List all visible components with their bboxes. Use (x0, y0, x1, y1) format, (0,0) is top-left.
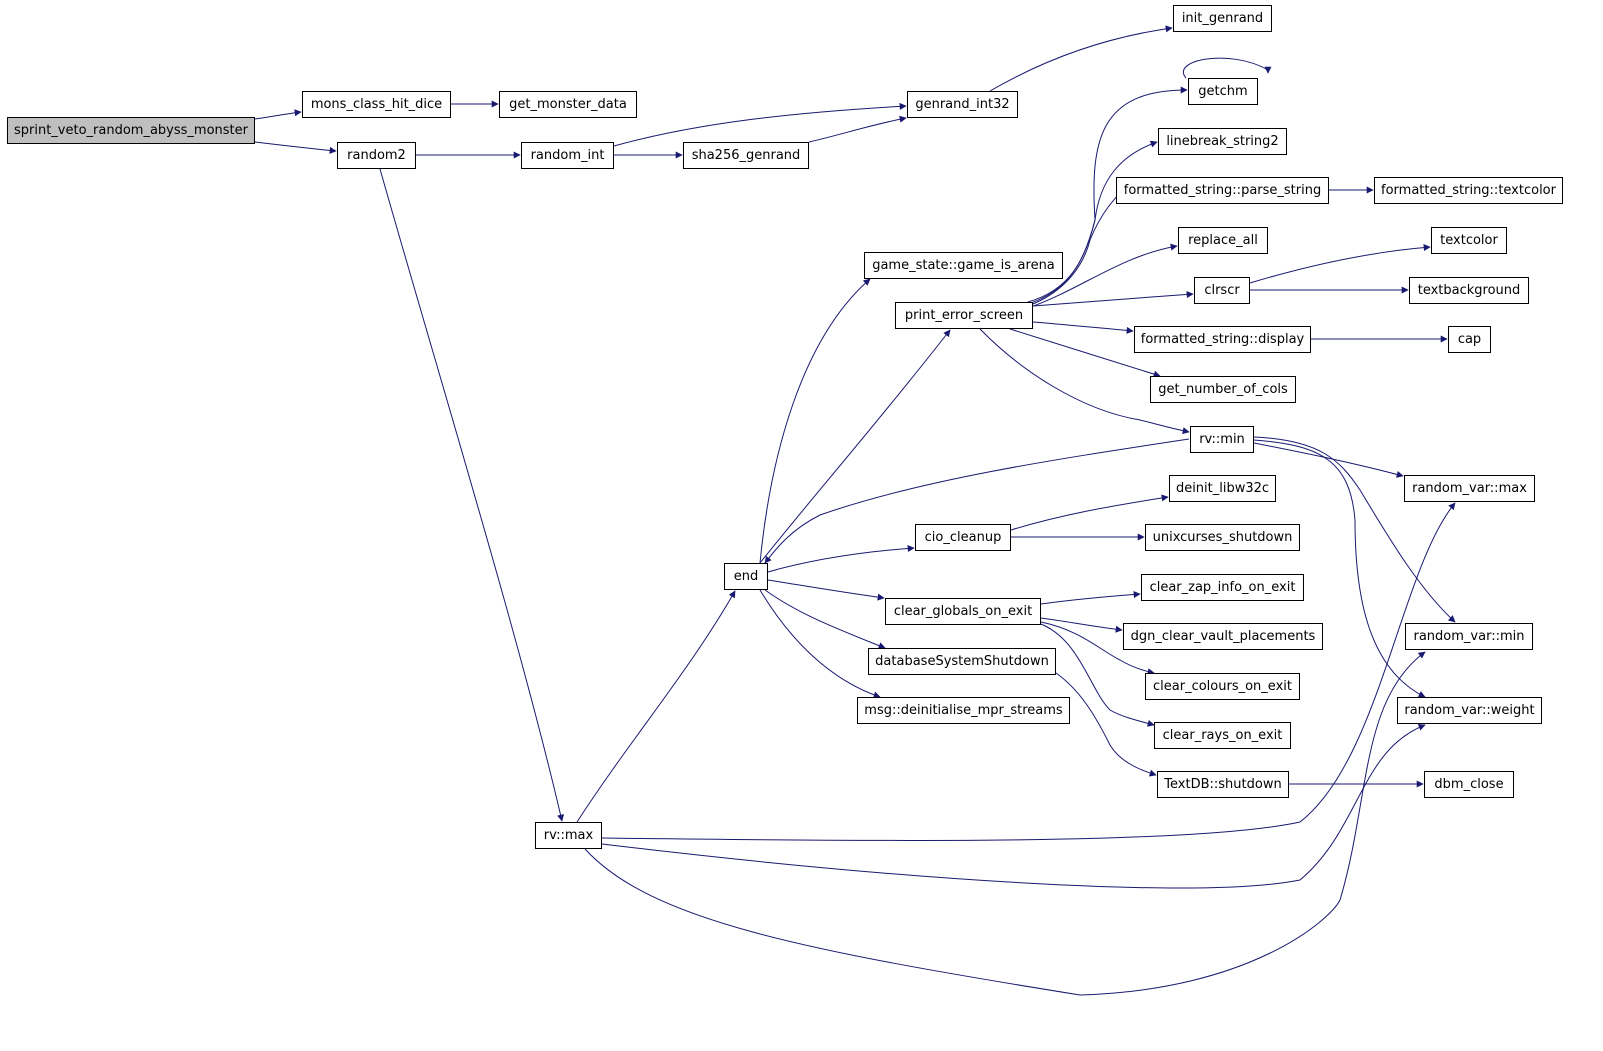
node-random2[interactable]: random2 (337, 142, 416, 169)
edge-clear_globals_on_exit-clear_zap_info_on_exit (1040, 590, 1141, 605)
node-random-var-max[interactable]: random_var::max (1404, 475, 1535, 502)
node-get-number-of-cols[interactable]: get_number_of_cols (1150, 376, 1296, 403)
node-end[interactable]: end (724, 563, 768, 590)
node-dgn-clear-vault-placements[interactable]: dgn_clear_vault_placements (1123, 623, 1323, 650)
edge-root-random2 (254, 141, 337, 154)
node-clear-globals-on-exit[interactable]: clear_globals_on_exit (885, 598, 1041, 625)
node-init-genrand[interactable]: init_genrand (1173, 5, 1272, 32)
edge-end-clear_globals_on_exit (767, 579, 885, 601)
node-textdb-shutdown[interactable]: TextDB::shutdown (1157, 771, 1289, 798)
edge-getchm-getchm (1183, 57, 1272, 79)
edge-rv_max-end (576, 590, 736, 823)
node-clear-colours-on-exit[interactable]: clear_colours_on_exit (1145, 673, 1300, 700)
edge-end-msg_deinitialise (759, 589, 881, 699)
node-random-var-weight[interactable]: random_var::weight (1397, 697, 1542, 724)
edge-rv_max-random_var_min (584, 651, 1426, 996)
edge-root-mons_class_hit_dice (254, 109, 302, 120)
node-unixcurses-shutdown[interactable]: unixcurses_shutdown (1145, 524, 1300, 551)
edge-random2-rv_max (379, 168, 564, 822)
node-database-system-shutdown[interactable]: databaseSystemShutdown (868, 648, 1056, 675)
edge-end-print_error_screen (759, 329, 951, 564)
node-game-state-game-is-arena[interactable]: game_state::game_is_arena (864, 252, 1063, 279)
node-msg-deinitialise-mpr-streams[interactable]: msg::deinitialise_mpr_streams (857, 697, 1070, 724)
edge-clear_globals_on_exit-clear_rays_on_exit (1040, 623, 1155, 727)
node-rv-max[interactable]: rv::max (535, 822, 602, 849)
node-getchm[interactable]: getchm (1188, 78, 1258, 105)
node-dbm-close[interactable]: dbm_close (1424, 771, 1514, 798)
edge-cio_cleanup-deinit_libw32c (1010, 494, 1169, 531)
node-cio-cleanup[interactable]: cio_cleanup (915, 524, 1011, 551)
edge-end-game_is_arena (759, 278, 871, 564)
node-clear-zap-info-on-exit[interactable]: clear_zap_info_on_exit (1141, 574, 1304, 601)
node-cap[interactable]: cap (1448, 326, 1491, 353)
edge-end-databaseSystemShutdown (764, 589, 886, 649)
edge-print_error_screen-replace_all (1027, 243, 1178, 309)
edge-print_error_screen-linebreak_string2 (1027, 140, 1158, 305)
node-sha256-genrand[interactable]: sha256_genrand (683, 142, 809, 169)
edge-rv_min-random_var_max (1253, 442, 1404, 478)
node-formatted-string-display[interactable]: formatted_string::display (1134, 326, 1311, 353)
edge-rv_max-random_var_weight (601, 724, 1426, 889)
edge-print_error_screen-get_number_of_cols (1009, 328, 1161, 378)
node-clrscr[interactable]: clrscr (1194, 277, 1250, 304)
edge-print_error_screen-fs_display (1032, 321, 1134, 334)
edge-clear_globals_on_exit-dgn_clear_vault_placements (1040, 617, 1123, 633)
node-mons-class-hit-dice[interactable]: mons_class_hit_dice (302, 91, 451, 118)
edge-genrand_int32-init_genrand (989, 25, 1173, 92)
node-print-error-screen[interactable]: print_error_screen (895, 302, 1033, 329)
edge-rv_min-random_var_weight (1253, 439, 1426, 698)
node-random-int[interactable]: random_int (521, 142, 614, 169)
edge-rv_min-random_var_min (1253, 436, 1456, 623)
node-get-monster-data[interactable]: get_monster_data (499, 91, 637, 118)
node-replace-all[interactable]: replace_all (1178, 227, 1268, 254)
node-genrand-int32[interactable]: genrand_int32 (907, 91, 1018, 118)
edge-print_error_screen-clrscr (1032, 290, 1194, 307)
edge-end-cio_cleanup (767, 544, 915, 573)
edge-rv_max-random_var_max (601, 502, 1456, 842)
node-linebreak-string2[interactable]: linebreak_string2 (1158, 128, 1287, 155)
node-formatted-string-textcolor[interactable]: formatted_string::textcolor (1374, 177, 1563, 204)
edge-random_int-genrand_int32 (613, 102, 907, 147)
node-clear-rays-on-exit[interactable]: clear_rays_on_exit (1154, 722, 1291, 749)
node-sprint-veto-random-abyss-monster[interactable]: sprint_veto_random_abyss_monster (7, 117, 255, 144)
node-deinit-libw32c[interactable]: deinit_libw32c (1169, 475, 1276, 502)
edge-clear_globals_on_exit-clear_colours_on_exit (1040, 621, 1155, 676)
node-textbackground[interactable]: textbackground (1409, 277, 1529, 304)
node-random-var-min[interactable]: random_var::min (1405, 623, 1533, 650)
edge-clrscr-textcolor (1249, 244, 1431, 284)
edge-sha256_genrand-genrand_int32 (808, 115, 907, 143)
edge-databaseSystemShutdown-textdb_shutdown (1055, 672, 1157, 777)
node-formatted-string-parse-string[interactable]: formatted_string::parse_string (1116, 177, 1329, 204)
node-rv-min[interactable]: rv::min (1190, 426, 1254, 453)
edge-print_error_screen-rv_min (979, 328, 1190, 435)
edge-rv_min-end (764, 438, 1190, 564)
node-textcolor[interactable]: textcolor (1431, 227, 1507, 254)
